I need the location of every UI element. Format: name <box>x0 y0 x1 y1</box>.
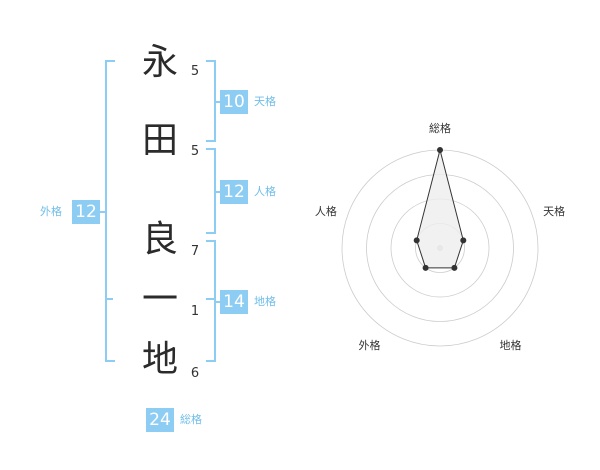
name-char-2: 田 <box>141 120 178 161</box>
gaikaku-bracket <box>105 60 115 362</box>
soukaku-value: 24 <box>146 408 174 432</box>
name-char-4: 一 <box>141 279 178 320</box>
stroke-count-2: 5 <box>190 144 200 159</box>
radar-point-5 <box>413 237 420 244</box>
tenkaku-label: 天格 <box>254 95 276 108</box>
radar-point-4 <box>422 264 429 271</box>
name-char-1: 永 <box>141 42 178 83</box>
radar-point-1 <box>437 147 443 153</box>
radar-axis-label-5: 人格 <box>315 204 337 218</box>
radar-point-2 <box>460 237 467 244</box>
gaikaku-label: 外格 <box>40 205 62 218</box>
stroke-count-3: 7 <box>190 244 200 259</box>
soukaku-label: 総格 <box>180 413 202 426</box>
chikaku-bracket-split <box>206 298 214 300</box>
stroke-count-5: 6 <box>190 366 200 381</box>
radar-axis-label-2: 天格 <box>543 204 565 218</box>
tenkaku-value: 10 <box>220 90 248 114</box>
jinkaku-label: 人格 <box>254 185 276 198</box>
chikaku-connector <box>214 301 220 303</box>
stroke-count-4: 1 <box>190 304 200 319</box>
gaikaku-bracket-split <box>105 298 113 300</box>
radar-axis-label-3: 地格 <box>500 338 522 352</box>
radar-axis-label-4: 外格 <box>358 338 380 352</box>
gaikaku-connector <box>99 211 105 213</box>
jinkaku-value: 12 <box>220 180 248 204</box>
gaikaku-value: 12 <box>72 200 100 224</box>
chikaku-value: 14 <box>220 290 248 314</box>
name-char-3: 良 <box>141 219 178 260</box>
stroke-count-1: 5 <box>190 64 200 79</box>
jinkaku-connector <box>214 191 220 193</box>
name-char-5: 地 <box>141 339 178 380</box>
radar-polygon <box>416 149 464 269</box>
radar-axis-label-1: 総格 <box>429 121 451 135</box>
chikaku-label: 地格 <box>254 295 276 308</box>
radar-point-3 <box>451 264 458 271</box>
tenkaku-connector <box>214 101 220 103</box>
